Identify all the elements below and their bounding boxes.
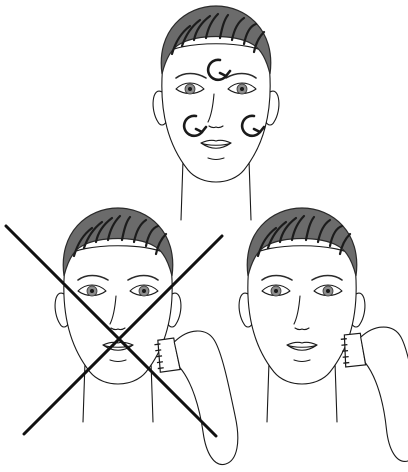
figure-top — [153, 6, 279, 220]
figure-bottom-right — [239, 208, 408, 467]
cleansing-brush-device-icon — [153, 327, 242, 472]
cleansing-brush-device-icon — [340, 324, 408, 467]
